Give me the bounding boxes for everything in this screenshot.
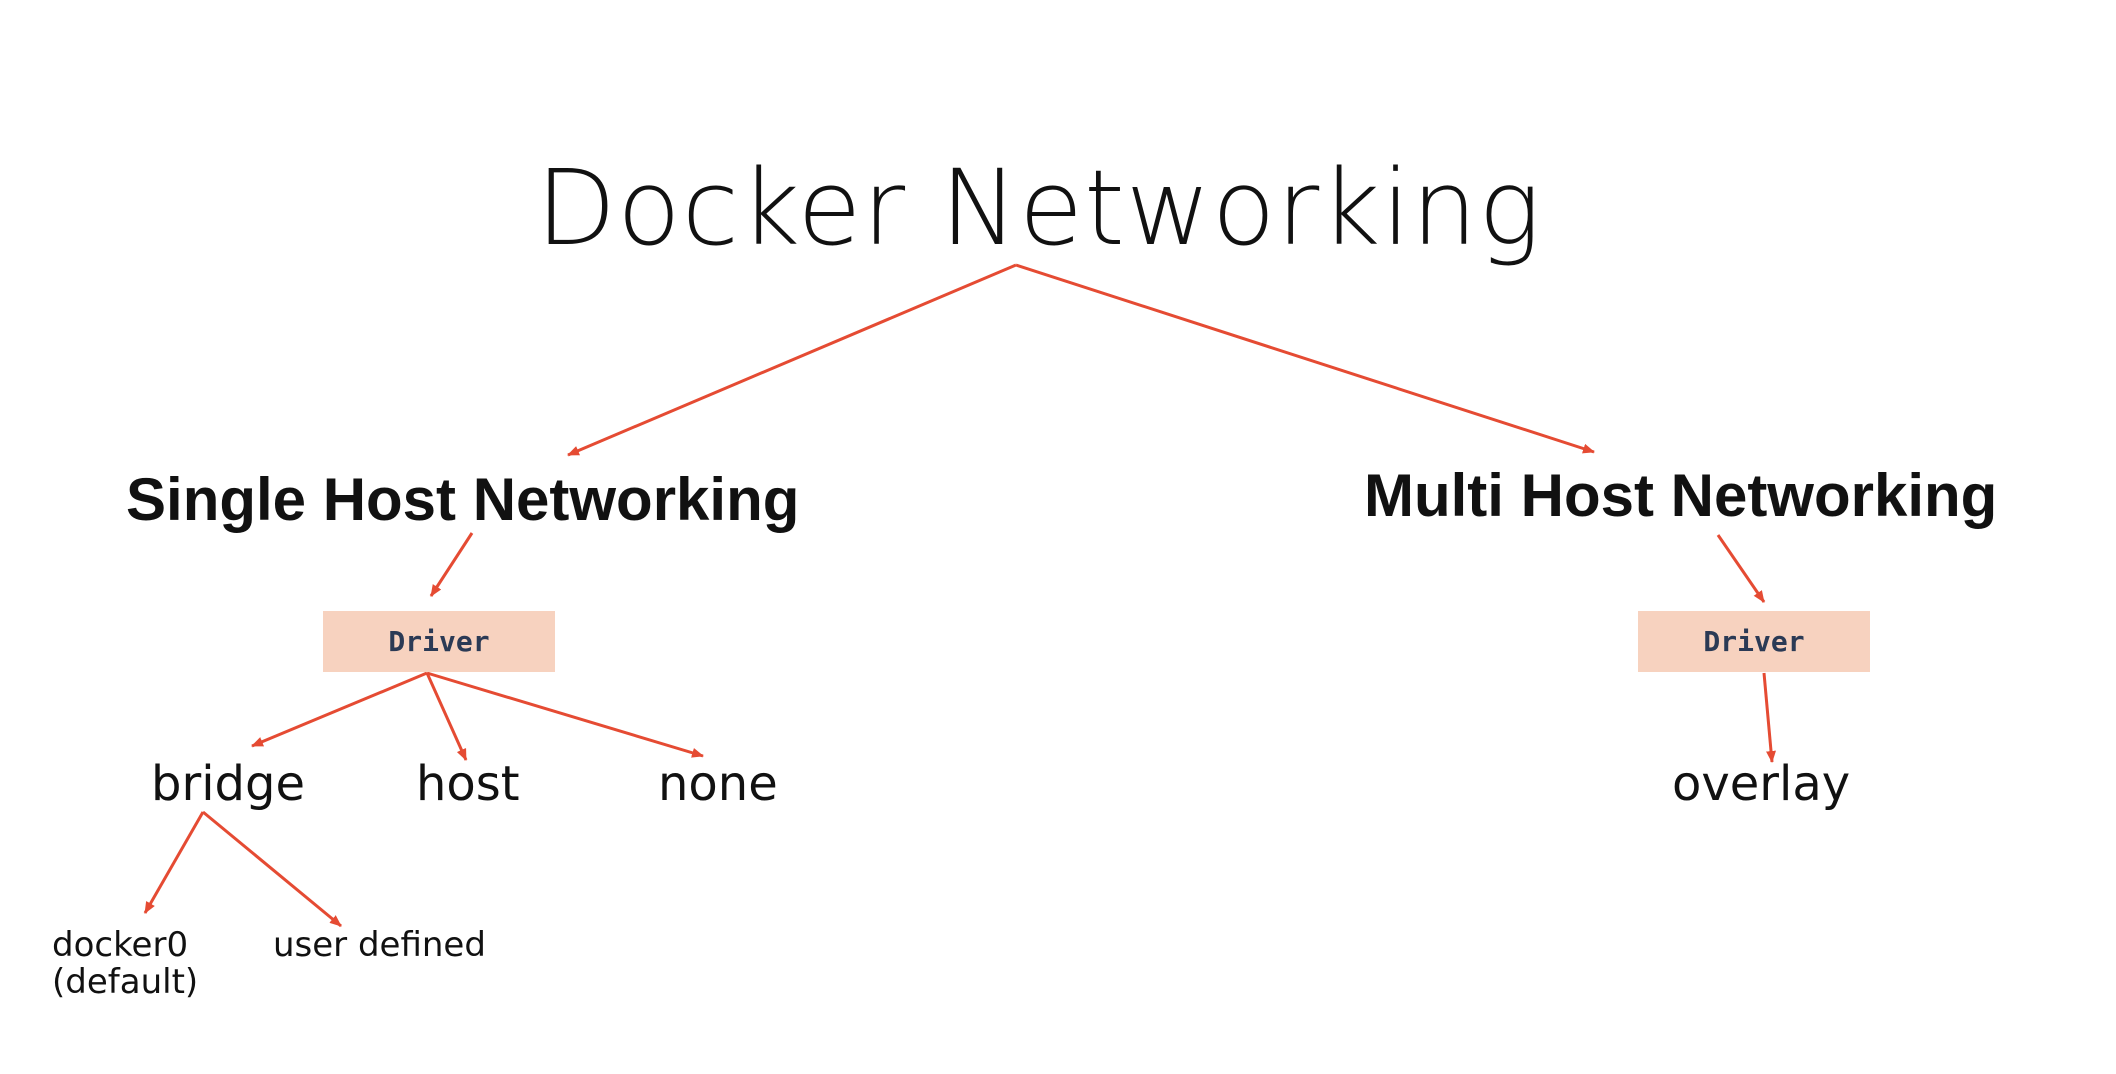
single-host-driver-label: Driver xyxy=(388,625,490,658)
arrow-driver-to-none xyxy=(426,671,704,758)
driver-overlay: overlay xyxy=(1672,756,1851,812)
multi-host-networking-label: Multi Host Networking xyxy=(1364,462,1998,529)
arrow-driver-to-host xyxy=(425,672,468,761)
arrow-title-to-single-host xyxy=(567,263,1017,457)
multi-host-driver-box: Driver xyxy=(1638,611,1870,672)
single-host-networking-label: Single Host Networking xyxy=(126,466,800,533)
arrow-bridge-to-user-defined xyxy=(202,810,342,928)
diagram-title: Docker Networking xyxy=(536,147,1542,269)
driver-none: none xyxy=(658,756,778,812)
driver-bridge: bridge xyxy=(151,756,306,812)
arrow-title-to-multi-host xyxy=(1015,263,1595,454)
docker0-default-label: (default) xyxy=(52,962,199,1003)
multi-host-driver-label: Driver xyxy=(1703,625,1805,658)
arrow-multi-host-to-driver xyxy=(1716,534,1766,603)
arrow-single-host-to-driver xyxy=(429,532,474,597)
user-defined-label: user defined xyxy=(273,925,486,965)
arrow-driver-to-bridge xyxy=(251,671,428,748)
arrow-bridge-to-docker0 xyxy=(143,811,205,914)
bridge-child-docker0: docker0 (default) xyxy=(52,925,199,1003)
docker0-label: docker0 xyxy=(52,925,189,965)
driver-host: host xyxy=(416,756,520,812)
bridge-child-user-defined: user defined xyxy=(273,925,486,965)
arrow-driver-to-overlay xyxy=(1762,672,1776,763)
single-host-driver-box: Driver xyxy=(323,611,555,672)
